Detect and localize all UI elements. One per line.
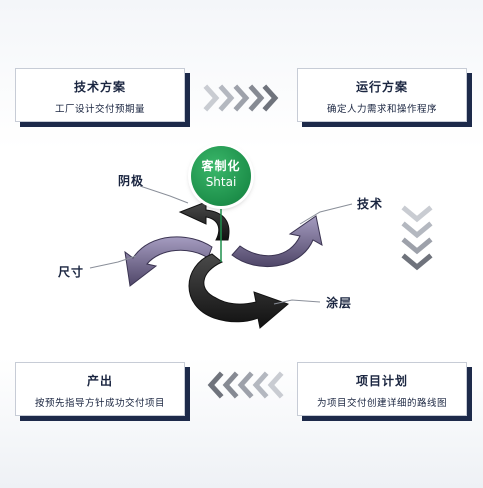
leader-lines [89,185,353,305]
label-technology: 技术 [357,197,384,211]
chevron-right-icon [218,84,235,112]
leader-size [89,255,137,269]
chevron-down-icon [401,221,433,239]
chevron-down-icon [401,253,433,271]
card-subtitle: 为项目交付创建详细的路线图 [316,398,447,409]
badge-line1: 客制化 [201,159,241,173]
card-project-plan: 项目计划 为项目交付创建详细的路线图 [297,362,467,416]
label-coating: 涂层 [326,296,353,310]
card-subtitle: 工厂设计交付预期量 [54,104,145,115]
chevron-right-icon [203,84,220,112]
chevron-left-icon [237,371,254,399]
label-size: 尺寸 [58,265,85,279]
leader-coating [273,299,321,305]
badge-line2: Shtai [205,175,237,189]
chevron-left-icon [252,371,269,399]
card-title: 产出 [86,374,113,388]
arrow-dark-bottom [188,253,289,329]
card-title: 项目计划 [355,374,408,388]
chevron-left-icon [207,371,224,399]
chevron-right-icon [248,84,265,112]
arrow-purple-left [124,236,213,287]
chevron-right-icon [233,84,250,112]
card-subtitle: 按预先指导方针成功交付项目 [34,398,165,409]
chevron-down-icon [401,237,433,255]
leader-technology [299,203,353,225]
chevrons-right [203,84,279,112]
center-badge: 客制化 Shtai [191,146,251,206]
arrow-purple-right [231,215,323,267]
card-output: 产出 按预先指导方针成功交付项目 [15,362,185,416]
chevron-down-icon [401,205,433,223]
chevron-left-icon [222,371,239,399]
card-title: 运行方案 [355,80,408,94]
label-cathode: 阴极 [118,174,145,188]
card-subtitle: 确定人力需求和操作程序 [326,104,437,115]
chevrons-down [401,205,433,271]
card-title: 技术方案 [73,80,126,94]
card-technical-plan: 技术方案 工厂设计交付预期量 [15,68,185,122]
leader-cathode [139,185,189,204]
pinwheel [124,201,323,329]
arrow-dark-top [178,201,230,241]
chevron-left-icon [267,371,284,399]
card-operation-plan: 运行方案 确定人力需求和操作程序 [297,68,467,122]
chevrons-left [207,371,284,399]
chevron-right-icon [262,84,279,112]
